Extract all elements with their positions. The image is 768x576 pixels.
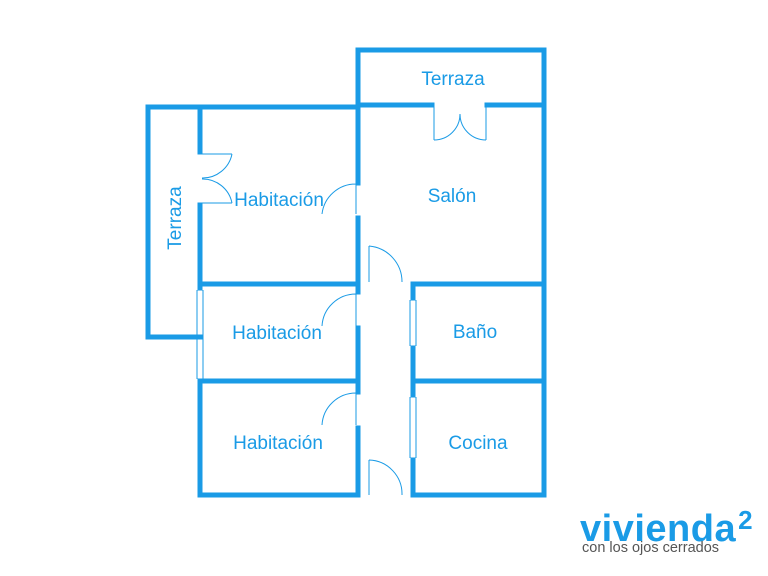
brand-tagline: con los ojos cerrados (582, 540, 720, 556)
label-terraza-side: Terraza (165, 186, 186, 250)
windows (196, 290, 417, 458)
door-terraza-salon-left (433, 107, 461, 141)
door-corridor (368, 245, 403, 283)
wall-terraza-top (355, 47, 547, 108)
door-hab1-terraza-top (201, 153, 233, 179)
wall-terraza-side (145, 104, 203, 340)
door-terraza-salon-right (459, 107, 487, 141)
brand-name: vivienda (580, 508, 737, 550)
label-cocina: Cocina (448, 433, 508, 454)
door-entrance (368, 459, 403, 496)
door-hab2 (321, 293, 357, 327)
room-labels: Terraza Terraza Salón Habitación Habitac… (165, 69, 508, 454)
doors (201, 107, 487, 496)
walls (145, 47, 547, 498)
label-habitacion-1: Habitación (234, 190, 324, 211)
label-habitacion-3: Habitación (233, 433, 323, 454)
door-hab1-terraza-bottom (201, 178, 233, 204)
brand-logo: vivienda2 (580, 500, 753, 549)
door-hab3 (321, 392, 357, 426)
brand-superscript: 2 (738, 505, 754, 535)
label-terraza-top: Terraza (421, 69, 485, 90)
label-salon: Salón (428, 186, 477, 207)
label-habitacion-2: Habitación (232, 323, 322, 344)
door-hab1 (321, 183, 357, 215)
label-bano: Baño (453, 322, 497, 343)
